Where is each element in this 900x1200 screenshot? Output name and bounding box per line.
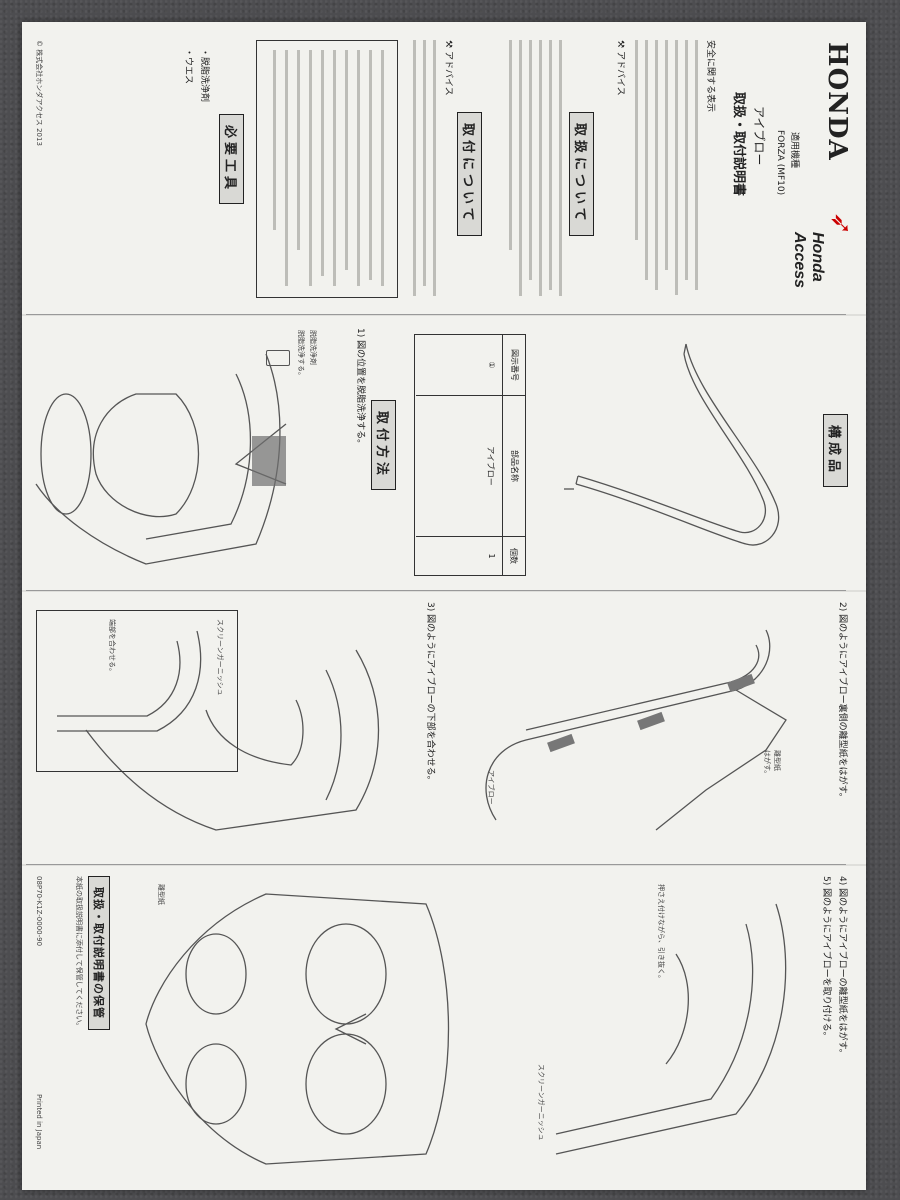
text-line [635, 40, 638, 240]
table-header-name: 部品名称 [503, 396, 525, 537]
text-line [509, 40, 512, 250]
table-header-index: 図示番号 [503, 335, 525, 396]
document-title: 取扱・取付説明書 [731, 92, 746, 197]
text-line [413, 40, 416, 296]
tool-item-name: ウエス [183, 57, 193, 85]
callout-degrease-note: 脱脂洗浄する。 [297, 330, 305, 379]
text-line [309, 50, 312, 286]
callout-degrease: 脱脂洗浄剤 [309, 330, 317, 365]
table-cell: 1 [487, 553, 496, 559]
callout-press: 押さえ付けながら、引き抜く。 [657, 884, 665, 982]
text-line [559, 40, 562, 296]
callout-eyebrow: アイブロー [487, 770, 495, 805]
fold-line [22, 314, 866, 316]
panel-intro: HONDA ➶ Honda Access 適用機種 FORZA (MF10) ア… [22, 22, 866, 314]
product-name: アイブロー [752, 106, 766, 166]
table-row: ① アイブロー 1 [416, 335, 502, 575]
step-2: 2) 図のようにアイブロー裏側の離型紙をはがす。 [837, 602, 847, 802]
text-line [357, 50, 360, 286]
tool-item-name: 脱脂洗浄剤 [199, 57, 209, 103]
text-line [655, 40, 658, 290]
section-procedure-heading: 取付方法 [371, 400, 396, 491]
step3-front-view-drawing [85, 649, 380, 831]
text-line [685, 40, 688, 280]
tool-item: ・ウエス [183, 48, 193, 85]
section-storage-heading: 取扱・取付説明書の保管 [88, 876, 110, 1030]
caution-box [256, 40, 398, 298]
honda-access-logo: Honda Access [791, 232, 826, 289]
text-line [345, 50, 348, 270]
step-3: 3) 図のようにアイブローの下部を合わせる。 [425, 602, 435, 785]
text-line [695, 40, 698, 290]
panel-steps-2-3: 2) 図のようにアイブロー裏側の離型紙をはがす。 離型紙 はがす。 アイブロー … [22, 590, 866, 864]
detail-inset: スクリーンガーニッシュ 端部を合わせる。 [36, 610, 238, 772]
section-mounting-heading: 取付について [457, 112, 482, 236]
text-line [423, 40, 426, 286]
detail-edge-drawing [57, 630, 202, 732]
table-cell: アイブロー [416, 396, 502, 537]
text-line [321, 50, 324, 276]
text-line [529, 40, 532, 280]
degrease-area [252, 436, 286, 486]
panel-steps-4-5: 4) 図のようにアイブローの離型紙をはがす。 5) 図のようにアイブローを取り付… [22, 864, 866, 1190]
part-code: 08P70-K1Z-0000-90 [35, 876, 43, 947]
applicable-label: 適用機種 [789, 132, 799, 169]
table-cell: ① [416, 335, 502, 396]
callout-screen-garnish-2: スクリーンガーニッシュ [537, 1064, 545, 1141]
step2-eyebrow-back-drawing [485, 629, 787, 831]
step-5: 5) 図のようにアイブローを取り付ける。 [821, 876, 831, 1041]
text-line [369, 50, 372, 280]
callout-screen-garnish: スクリーンガーニッシュ [216, 619, 224, 696]
text-line [675, 40, 678, 295]
eyebrow-part-drawing [564, 343, 780, 546]
callout-release-paper: 離型紙 [773, 750, 781, 771]
text-line [519, 40, 522, 296]
text-line [549, 40, 552, 290]
sheet-content: HONDA ➶ Honda Access 適用機種 FORZA (MF10) ア… [22, 22, 866, 1190]
copyright: © 株式会社ホンダアクセス 2013 [35, 40, 43, 146]
section-tools-heading: 必要工具 [219, 114, 244, 205]
advice-label: ⚒ アドバイス [615, 40, 625, 96]
fold-line [22, 590, 866, 592]
printed-in: Printed in Japan [35, 1094, 43, 1150]
tool-item: ・脱脂洗浄剤 [199, 48, 209, 103]
text-line [273, 50, 276, 230]
text-line [381, 50, 384, 286]
table-header-qty: 個数 [509, 548, 519, 564]
step4-side-drawing [555, 903, 787, 1155]
advice-label-text: アドバイス [615, 50, 625, 96]
mounting-advice-text: アドバイス [443, 50, 453, 96]
text-line [645, 40, 648, 280]
mounting-advice: ⚒ アドバイス [443, 40, 453, 96]
step-4: 4) 図のようにアイブローの離型紙をはがす。 [837, 876, 847, 1058]
model-name: FORZA (MF10) [775, 130, 785, 196]
fold-line [22, 864, 866, 866]
cleaner-bottle-icon [266, 350, 290, 366]
text-line [665, 40, 668, 270]
step5-front-drawing [145, 893, 450, 1165]
honda-logo: HONDA [822, 42, 852, 161]
text-line [285, 50, 288, 286]
section-components-heading: 構成品 [823, 414, 848, 488]
callout-release-paper-2: 離型紙 [157, 884, 165, 905]
text-line [333, 50, 336, 286]
callout-align: 端部を合わせる。 [108, 619, 116, 675]
text-line [297, 50, 300, 250]
honda-wing-icon: ➶ [825, 212, 858, 236]
text-line [539, 40, 542, 296]
components-table: 図示番号 部品名称 個数 ① アイブロー 1 [414, 334, 526, 576]
panel-components: 構成品 図示番号 部品名称 個数 ① アイブロー 1 [22, 314, 866, 590]
instruction-sheet: HONDA ➶ Honda Access 適用機種 FORZA (MF10) ア… [22, 22, 866, 1190]
callout-peel: はがす。 [763, 750, 771, 778]
text-line [433, 40, 436, 296]
safety-intro: 安全に関する表示 [705, 40, 715, 113]
section-handling-heading: 取扱について [569, 112, 594, 236]
storage-note: 本紙の取扱説明書に添付して保管してください。 [75, 876, 83, 1030]
step-1: 1) 図の位置を脱脂洗浄する。 [355, 328, 365, 449]
